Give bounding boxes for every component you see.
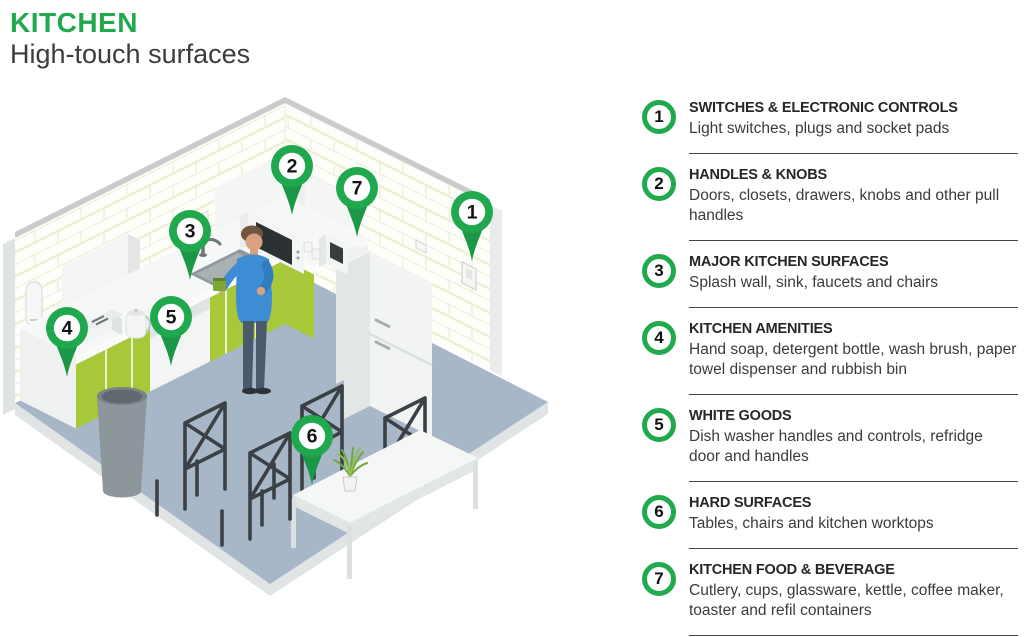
map-pin-icon-2: 2 bbox=[271, 145, 313, 215]
coffee-maker bbox=[303, 234, 348, 275]
legend-item-description: Light switches, plugs and socket pads bbox=[689, 120, 950, 137]
legend-number-badge: 6 bbox=[642, 495, 676, 529]
legend-number: 4 bbox=[654, 328, 664, 347]
legend-item-3: 3 MAJOR KITCHEN SURFACES Splash wall, si… bbox=[642, 253, 1018, 320]
page-title: KITCHEN bbox=[10, 7, 138, 38]
map-pin-icon-5: 5 bbox=[150, 296, 192, 366]
pin-number: 2 bbox=[287, 156, 298, 178]
legend-item-title: HANDLES & KNOBS bbox=[689, 167, 827, 183]
legend-item-title: HARD SURFACES bbox=[689, 495, 812, 511]
map-pin-icon-3: 3 bbox=[169, 210, 211, 280]
legend-item-description: Doors, closets, drawers, knobs and other… bbox=[689, 187, 1000, 224]
legend-item-description: Cutlery, cups, glassware, kettle, coffee… bbox=[689, 582, 1004, 619]
legend-item-1: 1 SWITCHES & ELECTRONIC CONTROLS Light s… bbox=[642, 99, 1018, 166]
legend-item-7: 7 KITCHEN FOOD & BEVERAGE Cutlery, cups,… bbox=[642, 561, 1018, 637]
legend-number: 2 bbox=[654, 174, 664, 193]
map-pin-icon-4: 4 bbox=[46, 307, 88, 377]
legend-item-5: 5 WHITE GOODS Dish washer handles and co… bbox=[642, 407, 1018, 494]
legend-item-2: 2 HANDLES & KNOBS Doors, closets, drawer… bbox=[642, 166, 1018, 253]
fridge bbox=[344, 252, 433, 437]
person bbox=[213, 225, 274, 395]
legend-number: 1 bbox=[654, 107, 664, 126]
legend-number-badge: 5 bbox=[642, 408, 676, 442]
pin-number: 4 bbox=[62, 318, 73, 340]
legend-item-description: Tables, chairs and kitchen worktops bbox=[689, 515, 934, 532]
legend-number: 6 bbox=[654, 502, 664, 521]
legend-text: HANDLES & KNOBS Doors, closets, drawers,… bbox=[689, 166, 1018, 241]
pin-number: 1 bbox=[467, 202, 478, 224]
legend-text: SWITCHES & ELECTRONIC CONTROLS Light swi… bbox=[689, 99, 1018, 154]
legend-text: HARD SURFACES Tables, chairs and kitchen… bbox=[689, 494, 1018, 549]
map-pin-icon-1: 1 bbox=[451, 191, 493, 261]
legend-number-badge: 4 bbox=[642, 321, 676, 355]
legend-text: KITCHEN AMENITIES Hand soap, detergent b… bbox=[689, 320, 1018, 395]
map-pin-icon-6: 6 bbox=[291, 415, 333, 485]
pin-number: 7 bbox=[352, 178, 363, 200]
legend-number: 7 bbox=[654, 569, 664, 588]
pin-number: 5 bbox=[166, 307, 177, 329]
legend-item-title: MAJOR KITCHEN SURFACES bbox=[689, 254, 889, 270]
pin-number: 6 bbox=[307, 426, 318, 448]
legend-number-badge: 3 bbox=[642, 254, 676, 288]
legend-number-badge: 2 bbox=[642, 167, 676, 201]
legend-text: MAJOR KITCHEN SURFACES Splash wall, sink… bbox=[689, 253, 1018, 308]
legend-number: 5 bbox=[654, 415, 664, 434]
wall-edges bbox=[3, 97, 502, 415]
legend-item-title: SWITCHES & ELECTRONIC CONTROLS bbox=[689, 100, 958, 116]
legend-number-badge: 1 bbox=[642, 100, 676, 134]
legend-item-6: 6 HARD SURFACES Tables, chairs and kitch… bbox=[642, 494, 1018, 561]
legend-item-description: Splash wall, sink, faucets and chairs bbox=[689, 274, 938, 291]
light-switch bbox=[461, 261, 477, 291]
plant bbox=[333, 447, 368, 492]
legend-number: 3 bbox=[654, 261, 664, 280]
kettle bbox=[118, 308, 152, 339]
map-pin-icon-7: 7 bbox=[336, 167, 378, 237]
trash-bin bbox=[97, 387, 147, 498]
legend-item-description: Hand soap, detergent bottle, wash brush,… bbox=[689, 341, 1017, 378]
legend-item-title: WHITE GOODS bbox=[689, 408, 792, 424]
pin-number: 3 bbox=[185, 221, 196, 243]
page-subtitle: High-touch surfaces bbox=[10, 39, 251, 70]
legend-item-4: 4 KITCHEN AMENITIES Hand soap, detergent… bbox=[642, 320, 1018, 407]
legend-item-description: Dish washer handles and controls, refrid… bbox=[689, 428, 983, 465]
kitchen-illustration: 1 2 3 4 5 6 7 bbox=[3, 97, 548, 596]
table bbox=[291, 430, 478, 579]
legend-item-title: KITCHEN FOOD & BEVERAGE bbox=[689, 562, 895, 578]
legend-text: KITCHEN FOOD & BEVERAGE Cutlery, cups, g… bbox=[689, 561, 1018, 636]
legend-number-badge: 7 bbox=[642, 562, 676, 596]
legend-text: WHITE GOODS Dish washer handles and cont… bbox=[689, 407, 1018, 482]
header: KITCHEN High-touch surfaces bbox=[10, 8, 250, 70]
legend-item-title: KITCHEN AMENITIES bbox=[689, 321, 833, 337]
legend-panel: 1 SWITCHES & ELECTRONIC CONTROLS Light s… bbox=[642, 99, 1018, 637]
